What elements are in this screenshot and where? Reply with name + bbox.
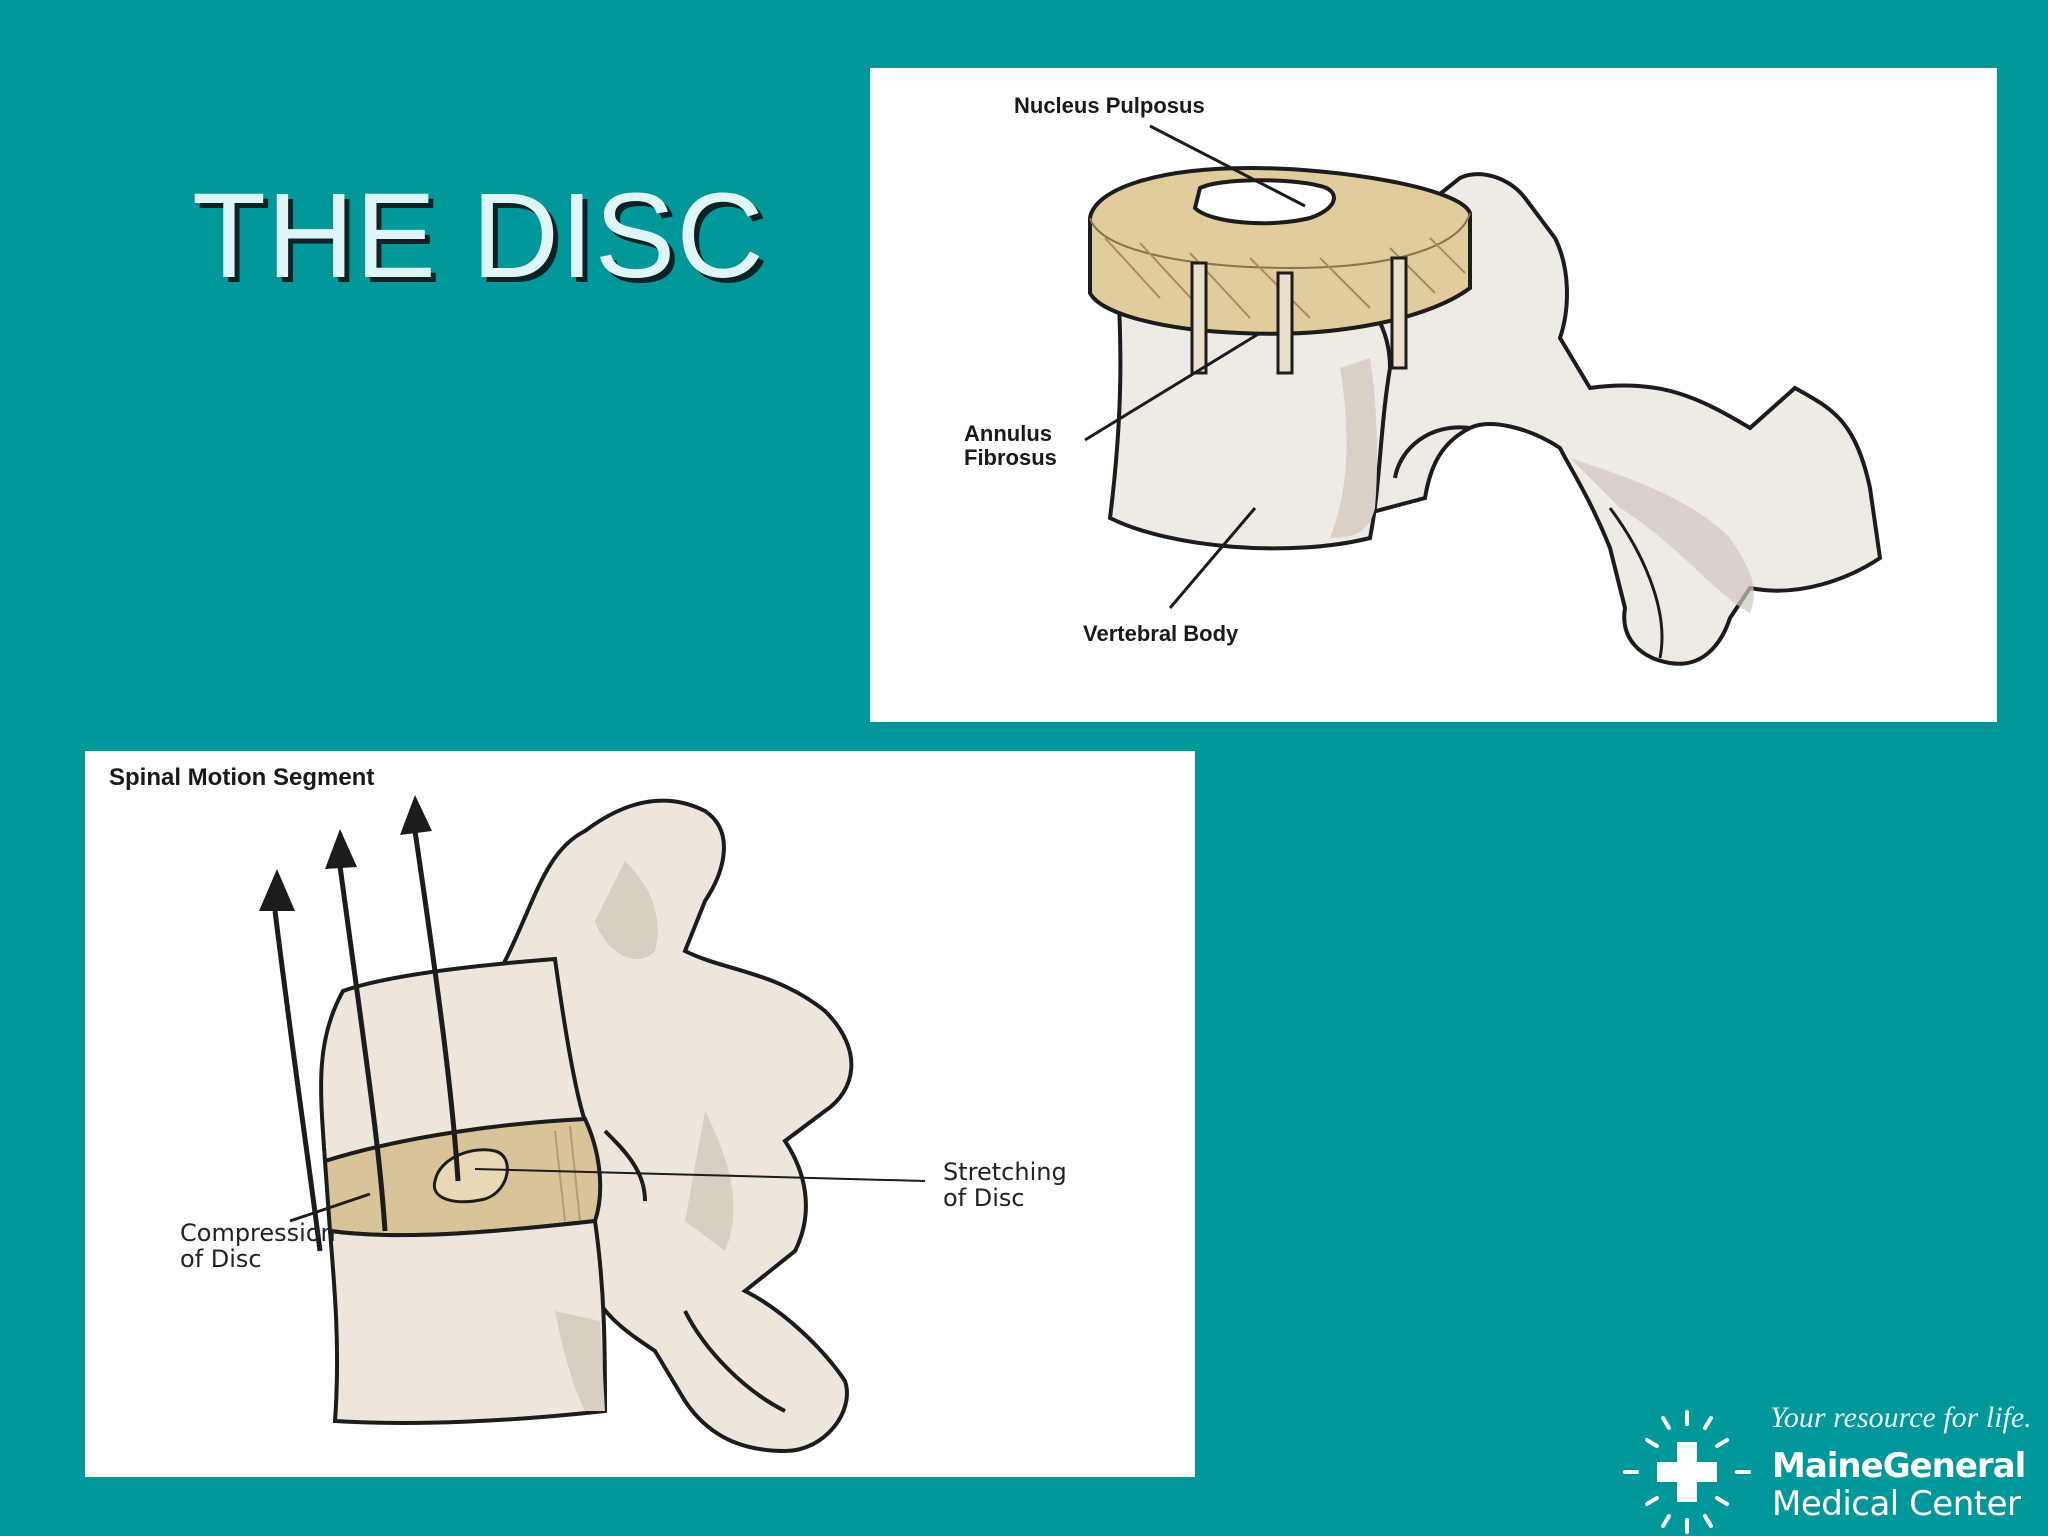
- maine-general-logo: Your resource for life. MaineGeneral Med…: [1615, 1400, 2048, 1536]
- spinal-motion-illustration: [259, 795, 926, 1454]
- vertebral-body: [1107, 276, 1393, 551]
- disc-anatomy-figure: Nucleus Pulposus Annulus Fibrosus Verteb…: [870, 68, 1997, 722]
- spinal-motion-figure: Spinal Motion Segment: [85, 751, 1195, 1477]
- label-nucleus-pulposus: Nucleus Pulposus: [1014, 93, 1205, 118]
- cross-burst-icon: [1623, 1410, 1751, 1534]
- label-compression-line2: of Disc: [180, 1245, 262, 1273]
- label-compression-line1: Compression: [180, 1219, 336, 1247]
- label-annulus-line1: Annulus: [964, 421, 1052, 446]
- figure-title: Spinal Motion Segment: [109, 764, 375, 791]
- logo-tagline: Your resource for life.: [1770, 1401, 2032, 1434]
- logo-name: MaineGeneral: [1772, 1446, 2026, 1486]
- disc-anatomy-illustration: [1084, 124, 1883, 666]
- label-stretching-line1: Stretching: [943, 1158, 1067, 1186]
- label-vertebral-body: Vertebral Body: [1083, 621, 1239, 646]
- logo-subname: Medical Center: [1772, 1484, 2021, 1524]
- slide-title: THE DISC: [192, 167, 765, 303]
- label-stretching-line2: of Disc: [943, 1184, 1025, 1212]
- label-annulus-line2: Fibrosus: [964, 445, 1057, 470]
